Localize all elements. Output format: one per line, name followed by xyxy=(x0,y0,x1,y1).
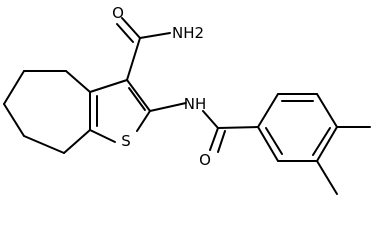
bond xyxy=(139,32,171,39)
bond xyxy=(257,126,279,162)
benzamide-oxygen-label: O xyxy=(199,151,211,169)
bond xyxy=(217,126,259,129)
bond xyxy=(312,127,331,156)
bond xyxy=(3,70,25,105)
structure-diagram: O NH2 NH S O xyxy=(3,4,371,195)
atom-labels: O NH2 NH S O xyxy=(112,4,211,169)
bond xyxy=(202,110,219,129)
bond xyxy=(126,79,151,112)
bond xyxy=(316,160,338,195)
bond xyxy=(23,135,65,154)
bond xyxy=(128,87,146,111)
bond xyxy=(217,130,226,153)
molecule-svg: O NH2 NH S O xyxy=(3,4,371,195)
bond xyxy=(257,93,279,128)
bond xyxy=(63,129,91,154)
thiophene-sulfur-label: S xyxy=(121,132,131,150)
bond xyxy=(209,127,219,151)
bond xyxy=(316,93,338,128)
amide-nh-label: NH xyxy=(184,95,207,113)
bond xyxy=(116,23,134,43)
bond xyxy=(89,79,128,93)
bond xyxy=(65,70,91,93)
bond xyxy=(126,37,141,81)
bond xyxy=(316,126,338,162)
bond xyxy=(265,127,283,155)
bond xyxy=(3,103,25,137)
bond xyxy=(149,102,187,112)
carboxamide-nh2-label: NH2 xyxy=(172,24,204,42)
bond xyxy=(89,129,116,143)
bond xyxy=(136,110,151,132)
bonds xyxy=(3,17,371,195)
bond xyxy=(121,17,141,39)
carboxamide-oxygen-label: O xyxy=(112,4,124,22)
